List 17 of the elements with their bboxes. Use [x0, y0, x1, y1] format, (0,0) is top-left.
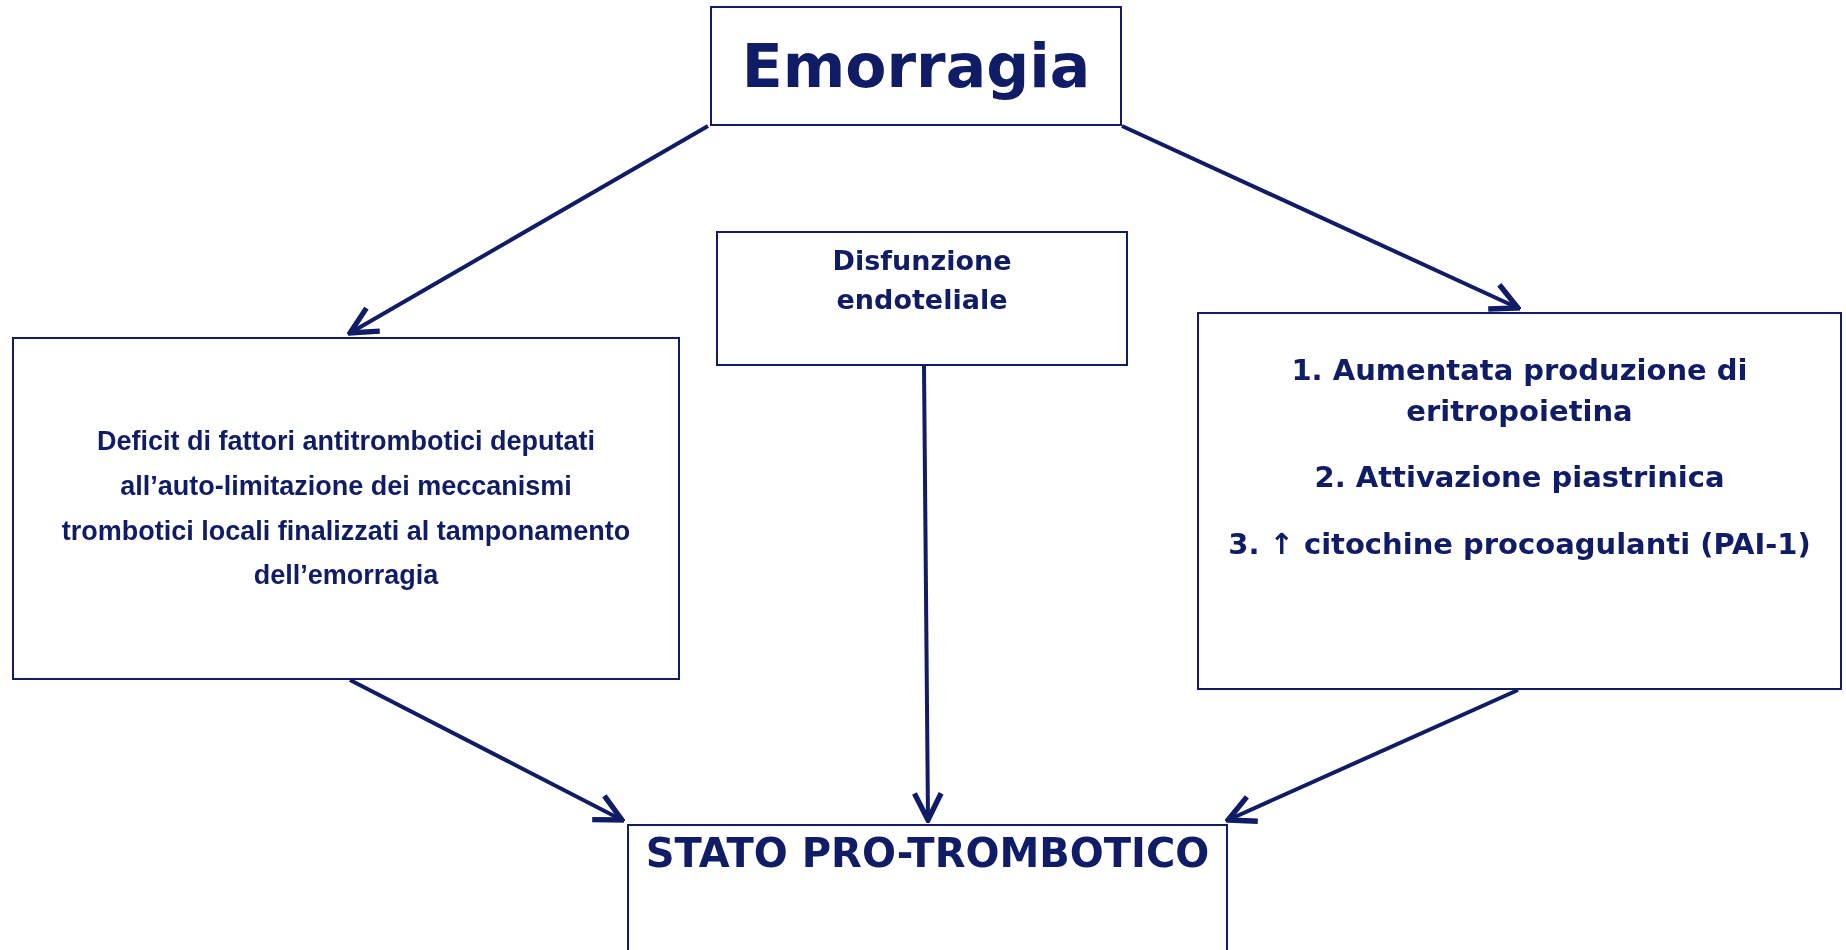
text-box — [627, 824, 1228, 950]
box-text: Deficit di fattori antitrombotici deputati all’auto-limitazione dei meccanismi trombotici locali finalizzati al tamponamento dell’emorragia — [60, 425, 632, 593]
arrow — [1225, 688, 1519, 824]
box-text: Disfunzione endoteliale — [831, 244, 1013, 318]
text-box — [710, 6, 1122, 126]
arrow — [911, 366, 944, 823]
box-text: STATO PRO-TROMBOTICO — [645, 830, 1210, 878]
text-box — [12, 337, 680, 680]
arrow — [1121, 124, 1521, 312]
box-text: 3. ↑ citochine procoagulanti (PAI-1) — [1228, 525, 1811, 563]
box-text: 1. Aumentata produzione di eritropoietina — [1290, 352, 1749, 430]
box-text: 2. Attivazione piastrinica — [1314, 459, 1725, 497]
box-text: Emorragia — [741, 33, 1091, 99]
arrow — [347, 124, 709, 336]
text-box — [716, 231, 1128, 366]
arrow — [349, 678, 625, 823]
text-box — [1197, 312, 1842, 690]
